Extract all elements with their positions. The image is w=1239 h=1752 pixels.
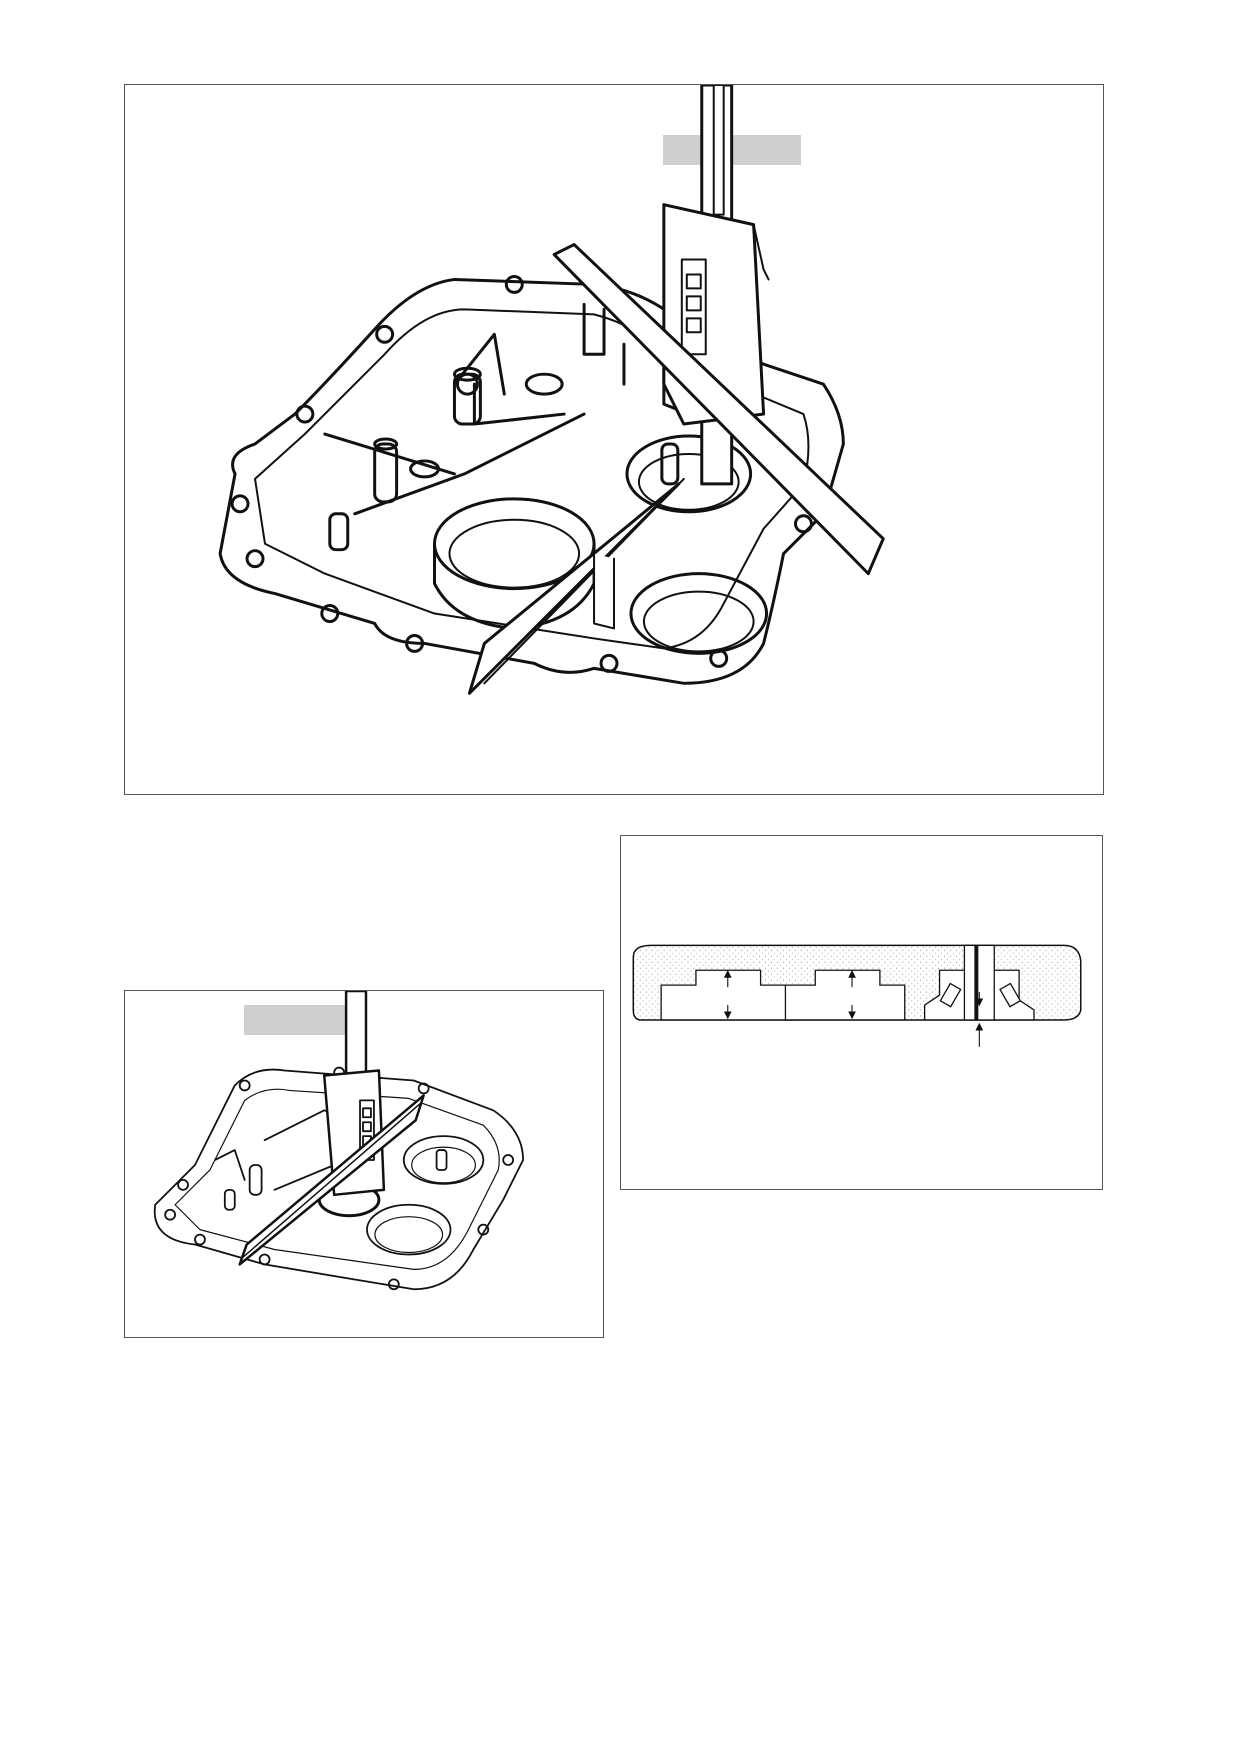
- figure-small-housing-depth-gauge: [124, 990, 604, 1338]
- housing-drawing-small: [153, 991, 524, 1291]
- housing-drawing: [218, 85, 885, 695]
- figure-cross-section: [620, 835, 1103, 1190]
- figure-large-housing-depth-gauge: [124, 84, 1104, 795]
- cross-section-drawing: [632, 944, 1082, 1047]
